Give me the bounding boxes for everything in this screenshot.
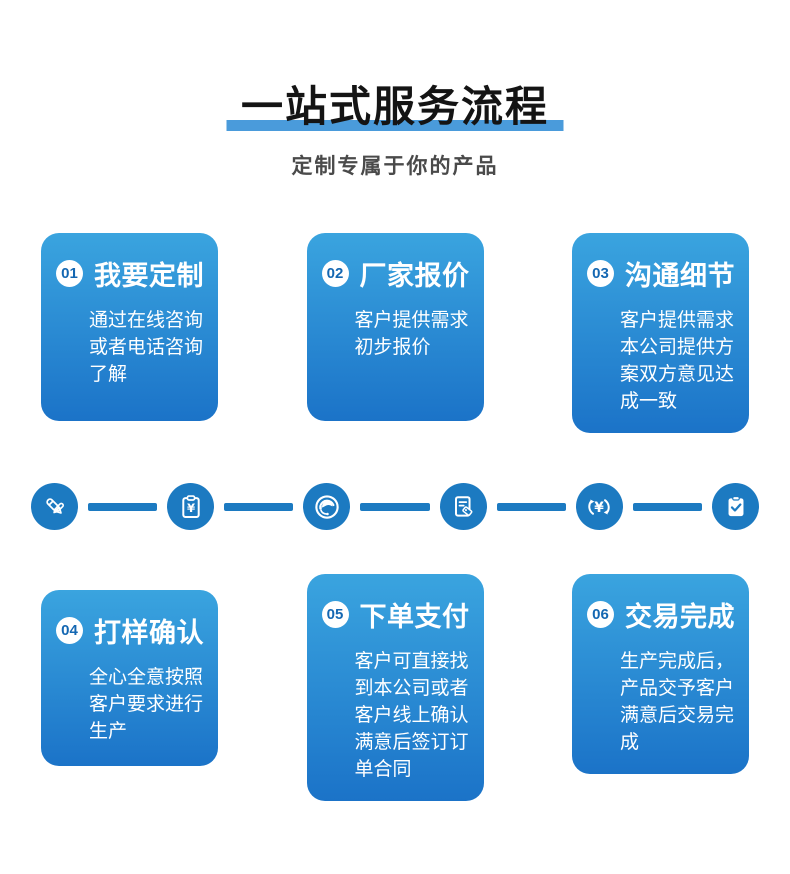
step-card-01: 01 我要定制 通过在线咨询或者电话咨询了解 <box>41 233 218 422</box>
step-card-header: 02 厂家报价 <box>321 254 476 293</box>
step-number-badge: 06 <box>587 601 614 629</box>
step-title: 厂家报价 <box>359 261 470 292</box>
step-description: 生产完成后，产品交予客户满意后交易完成 <box>620 651 735 754</box>
step-card-header: 01 我要定制 <box>56 254 210 293</box>
step-title: 我要定制 <box>94 261 204 292</box>
title-underline-bar <box>226 120 564 132</box>
step-title: 沟通细节 <box>625 261 735 292</box>
step-description: 客户提供需求本公司提供方案双方意见达成一致 <box>620 310 735 413</box>
process-flow-row: ¥ <box>0 483 790 531</box>
step-card-06: 06 交易完成 生产完成后，产品交予客户满意后交易完成 <box>572 574 749 775</box>
step-description: 客户可直接找到本公司或者客户线上确认满意后签订订单合同 <box>354 651 469 781</box>
step-card-04: 04 打样确认 全心全意按照客户要求进行生产 <box>41 590 218 767</box>
flow-connector <box>224 502 294 511</box>
step-description: 全心全意按照客户要求进行生产 <box>89 667 204 743</box>
yen-refresh-icon: ¥ <box>575 483 623 531</box>
flow-connector <box>360 502 430 511</box>
page-subtitle: 定制专属于你的产品 <box>291 155 499 179</box>
clipboard-yen-icon: ¥ <box>167 483 215 531</box>
steps-row-2: 04 打样确认 全心全意按照客户要求进行生产 05 下单支付 客户可直接找到本公… <box>0 574 790 802</box>
step-card-05: 05 下单支付 客户可直接找到本公司或者客户线上确认满意后签订订单合同 <box>306 574 484 802</box>
flow-connector <box>88 502 158 511</box>
step-description: 客户提供需求初步报价 <box>354 310 469 359</box>
svg-text:¥: ¥ <box>187 501 195 515</box>
step-title: 交易完成 <box>625 602 735 633</box>
design-pens-icon <box>31 483 78 531</box>
step-number-badge: 04 <box>56 617 83 645</box>
step-number-badge: 01 <box>56 260 83 288</box>
step-number-badge: 02 <box>321 260 349 288</box>
step-card-header: 04 打样确认 <box>56 611 210 650</box>
steps-row-1: 01 我要定制 通过在线咨询或者电话咨询了解 02 厂家报价 客户提供需求初步报… <box>0 233 790 434</box>
step-description: 通过在线咨询或者电话咨询了解 <box>89 310 204 386</box>
document-tag-icon <box>439 483 487 531</box>
step-number-badge: 03 <box>587 260 614 288</box>
step-card-header: 06 交易完成 <box>587 595 741 634</box>
step-number-badge: 05 <box>321 601 349 629</box>
step-card-header: 03 沟通细节 <box>587 254 741 293</box>
header: 一站式服务流程 定制专属于你的产品 <box>0 0 790 180</box>
step-title: 下单支付 <box>359 602 470 633</box>
flow-connector <box>496 502 566 511</box>
title-block: 一站式服务流程 <box>226 83 564 132</box>
page-title: 一站式服务流程 <box>240 83 549 130</box>
step-card-header: 05 下单支付 <box>321 595 476 634</box>
headset-support-icon <box>303 483 351 531</box>
flow-connector <box>632 502 703 511</box>
svg-text:¥: ¥ <box>595 500 605 516</box>
step-card-03: 03 沟通细节 客户提供需求本公司提供方案双方意见达成一致 <box>572 233 749 434</box>
clipboard-check-icon <box>712 483 760 531</box>
step-title: 打样确认 <box>94 618 204 649</box>
step-card-02: 02 厂家报价 客户提供需求初步报价 <box>306 233 484 422</box>
